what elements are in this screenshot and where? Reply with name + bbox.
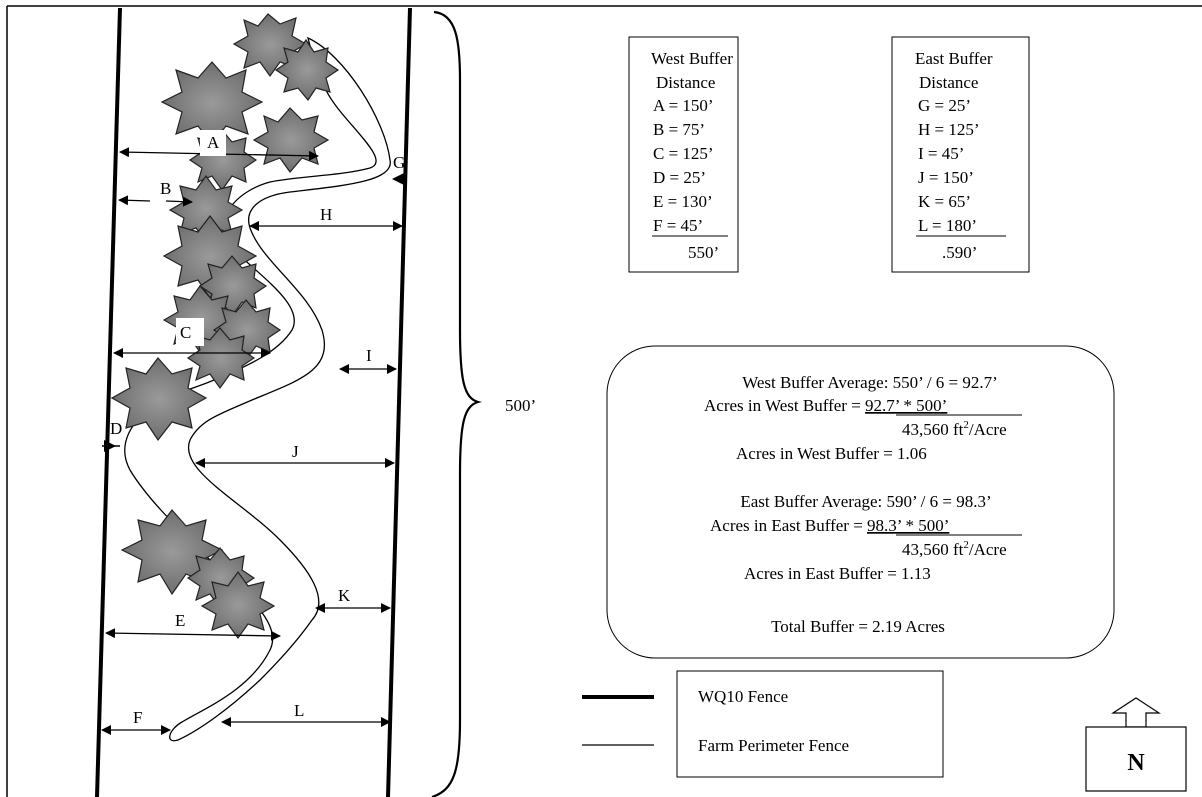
north-arrow-box xyxy=(1085,726,1187,792)
calculation-box xyxy=(606,345,1115,659)
label-d: D xyxy=(110,419,122,438)
label-a: A xyxy=(207,133,220,152)
shrub xyxy=(252,107,330,173)
length-label: 500’ xyxy=(505,396,536,415)
east-acres-formula: Acres in East Buffer = 98.3’ * 500’ xyxy=(710,516,949,535)
north-arrow-head xyxy=(1110,697,1162,728)
north-arrow: N xyxy=(1085,697,1187,792)
west-buffer-box xyxy=(628,36,739,273)
label-c-box xyxy=(176,318,204,346)
wq10-fence-east xyxy=(386,7,412,797)
west-row-a: A = 150’ xyxy=(653,96,714,115)
wq10-fence-west xyxy=(95,7,122,797)
west-box-title-2: Distance xyxy=(656,73,715,92)
west-acres-formula: Acres in West Buffer = 92.7’ * 500’ xyxy=(704,396,947,415)
west-row-d: D = 25’ xyxy=(653,168,706,187)
label-h: H xyxy=(320,205,332,224)
label-l: L xyxy=(294,701,304,720)
shrub-cluster xyxy=(110,13,340,640)
east-row-g: G = 25’ xyxy=(918,96,971,115)
shrub xyxy=(110,357,208,442)
west-row-e: E = 130’ xyxy=(653,192,713,211)
west-denominator: 43,560 ft2/Acre xyxy=(902,419,1007,439)
total-buffer-text: Total Buffer = 2.19 Acres xyxy=(771,617,945,636)
west-row-b: B = 75’ xyxy=(653,120,705,139)
east-denominator-unit: /Acre xyxy=(969,540,1007,559)
legend-box xyxy=(676,670,944,778)
west-row-f: F = 45’ xyxy=(653,216,703,235)
east-row-l: L = 180’ xyxy=(918,216,977,235)
shrub xyxy=(274,38,340,102)
arrow-e xyxy=(105,628,281,641)
east-buffer-box xyxy=(891,36,1030,273)
label-f: F xyxy=(133,708,142,727)
east-total: .590’ xyxy=(942,243,977,262)
east-denominator-value: 43,560 ft xyxy=(902,540,964,559)
east-row-i: I = 45’ xyxy=(918,144,964,163)
east-denominator-exp: 2 xyxy=(963,539,969,551)
length-brace xyxy=(431,10,482,797)
west-denominator-value: 43,560 ft xyxy=(902,420,964,439)
label-c: C xyxy=(180,323,191,342)
west-denominator-unit: /Acre xyxy=(969,420,1007,439)
east-acres-prefix: Acres in East Buffer = xyxy=(710,516,867,535)
arrow-b-tail xyxy=(165,196,193,207)
east-denominator: 43,560 ft2/Acre xyxy=(902,539,1007,559)
east-row-j: J = 150’ xyxy=(918,168,974,187)
label-a-box xyxy=(200,130,226,156)
east-result-text: Acres in East Buffer = 1.13 xyxy=(744,564,931,583)
label-b: B xyxy=(160,179,171,198)
label-i: I xyxy=(366,346,372,365)
west-denominator-exp: 2 xyxy=(963,419,969,431)
west-total: 550’ xyxy=(688,243,719,262)
west-acres-numerator: 92.7’ * 500’ xyxy=(865,396,947,415)
east-acres-numerator: 98.3’ * 500’ xyxy=(867,516,949,535)
west-result-text: Acres in West Buffer = 1.06 xyxy=(736,444,927,463)
west-acres-prefix: Acres in West Buffer = xyxy=(704,396,865,415)
east-box-title-2: Distance xyxy=(919,73,978,92)
shrub xyxy=(200,570,276,640)
west-average-text: West Buffer Average: 550’ / 6 = 92.7’ xyxy=(742,373,998,392)
label-g: G xyxy=(393,153,405,172)
west-row-c: C = 125’ xyxy=(653,144,714,163)
north-label: N xyxy=(1127,750,1145,776)
label-e: E xyxy=(175,611,185,630)
east-average-text: East Buffer Average: 590’ / 6 = 98.3’ xyxy=(740,492,991,511)
legend-wq10-label: WQ10 Fence xyxy=(698,687,788,706)
west-box-title-1: West Buffer xyxy=(651,49,733,68)
label-j: J xyxy=(292,442,299,461)
east-row-h: H = 125’ xyxy=(918,120,980,139)
east-box-title-1: East Buffer xyxy=(915,49,993,68)
arrow-b xyxy=(118,195,151,206)
legend-farm-label: Farm Perimeter Fence xyxy=(698,736,849,755)
label-k: K xyxy=(338,586,351,605)
east-row-k: K = 65’ xyxy=(918,192,971,211)
